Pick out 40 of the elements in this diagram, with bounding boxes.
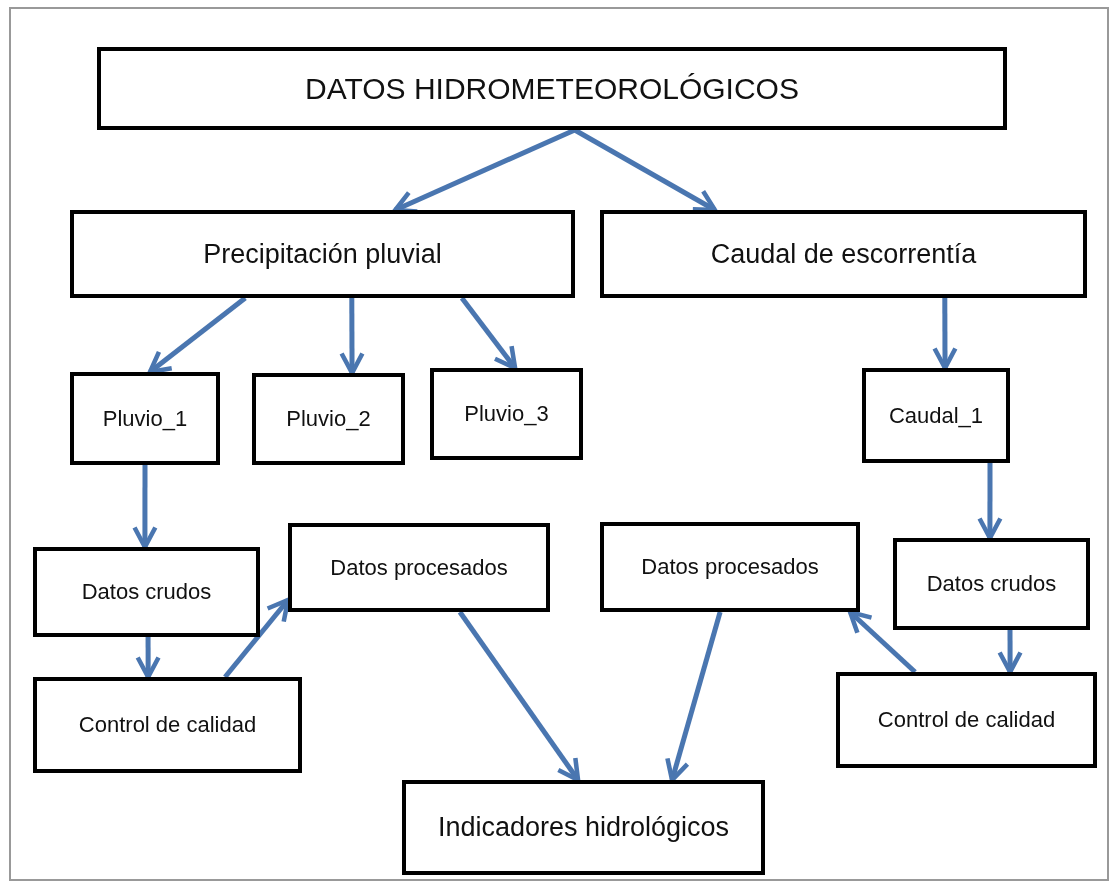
- process-box: [862, 368, 1010, 463]
- arrow: [847, 609, 917, 674]
- process-box: [600, 522, 860, 612]
- arrow: [932, 298, 958, 371]
- process-box: [33, 547, 260, 637]
- process-box: [836, 672, 1097, 768]
- box-label: Control de calidad: [877, 707, 1056, 733]
- process-box: [70, 372, 220, 465]
- box-label: Indicadores hidrológicos: [437, 812, 730, 843]
- box-label: Precipitación pluvial: [203, 238, 442, 270]
- arrow: [665, 611, 723, 783]
- process-box: [288, 523, 550, 612]
- process-box: [70, 210, 575, 298]
- arrow: [997, 630, 1023, 675]
- arrow: [132, 465, 158, 550]
- arrow: [459, 296, 518, 371]
- process-box: [430, 368, 583, 460]
- arrow: [223, 597, 291, 679]
- process-box: [600, 210, 1087, 298]
- box-label: Datos crudos: [81, 579, 212, 605]
- process-box: [252, 373, 405, 465]
- arrow: [339, 298, 365, 376]
- arrow: [977, 463, 1003, 541]
- arrow: [135, 637, 161, 680]
- box-label: Pluvio_1: [102, 405, 188, 432]
- box-label: Datos crudos: [926, 571, 1057, 597]
- box-label: Caudal de escorrentía: [710, 238, 977, 270]
- box-label: Control de calidad: [78, 712, 257, 738]
- process-box: [893, 538, 1090, 630]
- box-label: Datos procesados: [641, 554, 819, 580]
- box-label: Datos procesados: [330, 554, 508, 581]
- box-label: Pluvio_3: [464, 401, 549, 427]
- arrow: [457, 610, 581, 783]
- arrow: [147, 296, 247, 375]
- process-box: [402, 780, 765, 875]
- process-box: [97, 47, 1007, 130]
- box-label: Caudal_1: [888, 402, 984, 429]
- box-label: Pluvio_2: [286, 406, 371, 432]
- box-label: DATOS HIDROMETEOROLÓGICOS: [305, 71, 799, 106]
- process-box: [33, 677, 302, 773]
